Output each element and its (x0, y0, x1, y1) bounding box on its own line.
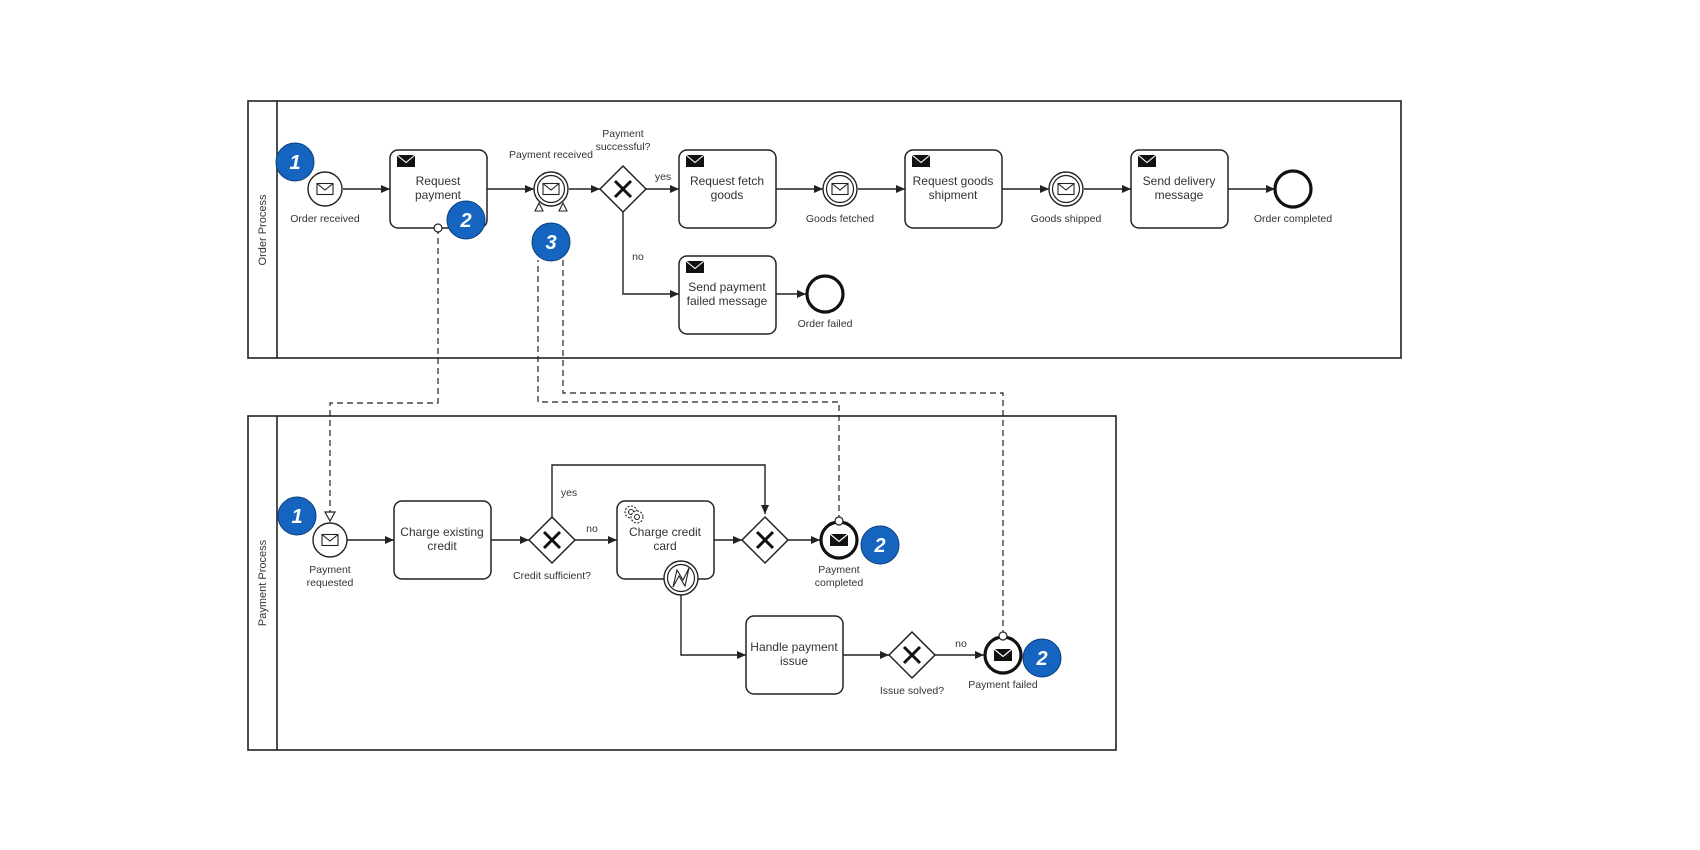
envelope-icon (829, 533, 849, 547)
send-payment-failed-message-task[interactable]: Send payment failed message (678, 255, 777, 335)
svg-text:1: 1 (291, 506, 302, 528)
svg-text:3: 3 (545, 232, 556, 254)
svg-text:2: 2 (459, 210, 471, 232)
gear-icon (624, 505, 644, 524)
no-label-issue: no (955, 638, 967, 650)
charge-existing-credit-line2: credit (427, 539, 457, 553)
goods-shipped-label: Goods shipped (1031, 213, 1102, 225)
payment-pool-label: Payment Process (257, 539, 269, 626)
envelope-icon (316, 182, 334, 196)
request-payment-line1: Request (416, 174, 461, 188)
message-flows (330, 228, 1008, 641)
order-completed-end-event[interactable] (1273, 169, 1313, 209)
yes-label-payment: yes (561, 487, 577, 499)
request-fetch-goods-task[interactable]: Request fetch goods (678, 149, 777, 229)
order-received-label: Order received (290, 213, 360, 225)
request-fetch-goods-line2: goods (711, 188, 744, 202)
x-icon (542, 530, 562, 550)
payment-completed-line2: completed (815, 577, 864, 589)
svg-text:1: 1 (289, 152, 300, 174)
svg-text:2: 2 (1035, 648, 1047, 670)
handle-payment-issue-line1: Handle payment (750, 640, 838, 654)
payment-failed-end-event[interactable] (983, 635, 1023, 675)
payment-failed-label: Payment failed (968, 679, 1038, 691)
order-failed-label: Order failed (798, 318, 853, 330)
order-failed-end-event[interactable] (805, 274, 845, 314)
payment-received-intermediate-event[interactable] (533, 171, 569, 212)
badge-2-payment-failed: 2 (1022, 638, 1062, 678)
send-envelope-icon (685, 154, 705, 168)
no-label-payment: no (586, 523, 598, 535)
lightning-icon (672, 567, 690, 588)
no-label: no (632, 251, 644, 263)
badge-1-order: 1 (275, 142, 315, 182)
merge-gateway[interactable] (740, 515, 790, 565)
handle-payment-issue-line2: issue (780, 654, 808, 668)
credit-sufficient-gateway[interactable] (527, 515, 577, 565)
payment-received-label: Payment received (509, 149, 593, 161)
error-boundary-event[interactable] (663, 560, 699, 596)
charge-existing-credit-task[interactable]: Charge existing credit (393, 500, 492, 580)
send-delivery-message-line1: Send delivery (1143, 174, 1216, 188)
envelope-icon (321, 533, 339, 547)
request-goods-shipment-task[interactable]: Request goods shipment (904, 149, 1003, 229)
send-payment-failed-line2: failed message (687, 294, 768, 308)
payment-requested-start-event[interactable] (312, 522, 348, 558)
request-goods-shipment-line1: Request goods (913, 174, 994, 188)
send-envelope-icon (685, 260, 705, 274)
payment-requested-line1: Payment (309, 564, 351, 576)
send-envelope-icon (1137, 154, 1157, 168)
badge-2-payment-completed: 2 (860, 525, 900, 565)
send-delivery-message-task[interactable]: Send delivery message (1130, 149, 1229, 229)
send-payment-failed-line1: Send payment (688, 280, 766, 294)
payment-requested-line2: requested (307, 577, 354, 589)
handle-payment-issue-task[interactable]: Handle payment issue (745, 615, 844, 695)
charge-credit-card-line1: Charge credit (629, 525, 702, 539)
envelope-icon (1057, 182, 1075, 196)
send-delivery-message-line2: message (1155, 188, 1204, 202)
charge-existing-credit-line1: Charge existing (400, 525, 483, 539)
goods-fetched-event[interactable] (822, 171, 858, 207)
request-payment-line2: payment (415, 188, 462, 202)
badge-2-order: 2 (446, 200, 486, 240)
send-envelope-icon (396, 154, 416, 168)
payment-successful-gateway[interactable] (598, 164, 648, 214)
payment-sequence-flows (347, 464, 984, 659)
envelope-icon (831, 182, 849, 196)
send-envelope-icon (911, 154, 931, 168)
payment-completed-line1: Payment (818, 564, 860, 576)
request-goods-shipment-line2: shipment (929, 188, 978, 202)
order-pool-label: Order Process (257, 194, 269, 265)
credit-sufficient-label: Credit sufficient? (513, 570, 591, 582)
goods-shipped-event[interactable] (1048, 171, 1084, 207)
charge-credit-card-task[interactable]: Charge credit card (616, 500, 715, 580)
charge-credit-card-line2: card (653, 539, 676, 553)
payment-successful-line2: successful? (596, 141, 651, 153)
yes-label: yes (655, 171, 671, 183)
order-completed-label: Order completed (1254, 213, 1332, 225)
x-icon (902, 645, 922, 665)
goods-fetched-label: Goods fetched (806, 213, 874, 225)
issue-solved-gateway[interactable] (887, 630, 937, 680)
payment-successful-line1: Payment (602, 128, 644, 140)
envelope-icon (542, 182, 560, 196)
x-icon (613, 179, 633, 199)
badge-3-order: 3 (531, 222, 571, 262)
order-received-start-event[interactable] (307, 171, 343, 207)
svg-text:2: 2 (873, 535, 885, 557)
issue-solved-label: Issue solved? (880, 685, 944, 697)
badge-1-payment: 1 (277, 496, 317, 536)
order-sequence-flows (343, 185, 1275, 298)
x-icon (755, 530, 775, 550)
envelope-icon (993, 648, 1013, 662)
request-fetch-goods-line1: Request fetch (690, 174, 764, 188)
payment-completed-end-event[interactable] (819, 520, 859, 560)
